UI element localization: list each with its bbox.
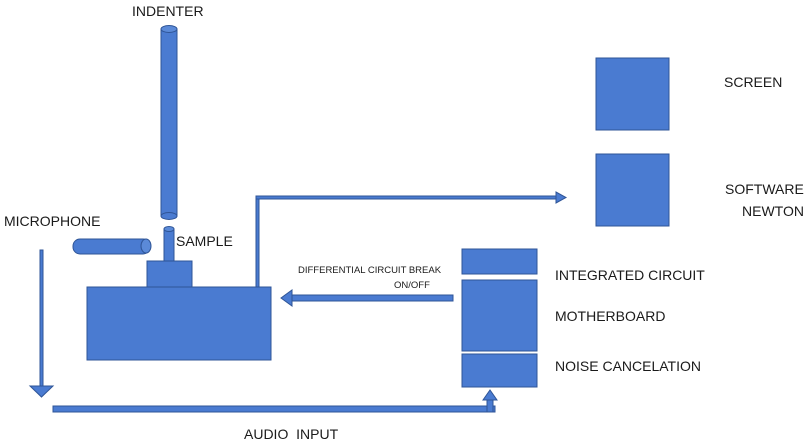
screen-label: SCREEN xyxy=(724,74,783,90)
software-label-line2: NEWTON xyxy=(742,203,804,219)
software-newton-box xyxy=(595,153,670,227)
microphone-down-arrow xyxy=(28,249,55,398)
sample-label: SAMPLE xyxy=(176,233,233,249)
noise-cancelation-box xyxy=(461,353,538,388)
differential-label-line1: DIFFERENTIAL CIRCUIT BREAK xyxy=(298,265,442,276)
sample-probe xyxy=(163,226,175,262)
base-platform xyxy=(86,286,272,361)
motherboard-box xyxy=(461,279,538,352)
microphone-label: MICROPHONE xyxy=(4,213,101,229)
microphone xyxy=(72,238,152,255)
indenter-label: INDENTER xyxy=(132,3,204,19)
indenter-rod xyxy=(160,25,178,220)
integrated-circuit-box xyxy=(461,248,538,275)
noise-cancelation-label: NOISE CANCELATION xyxy=(555,358,701,374)
audio-input-arrow xyxy=(52,389,498,413)
software-label-line1: SOFTWARE xyxy=(725,181,804,197)
audio-input-label: AUDIO INPUT xyxy=(244,426,339,442)
base-to-software-arrow xyxy=(255,191,568,288)
integrated-circuit-label: INTEGRATED CIRCUIT xyxy=(555,267,705,283)
differential-circuit-arrow xyxy=(280,289,454,307)
motherboard-label: MOTHERBOARD xyxy=(555,308,666,324)
differential-label-line2: ON/OFF xyxy=(394,280,430,291)
sample-block xyxy=(146,260,193,288)
screen-box xyxy=(595,57,670,131)
